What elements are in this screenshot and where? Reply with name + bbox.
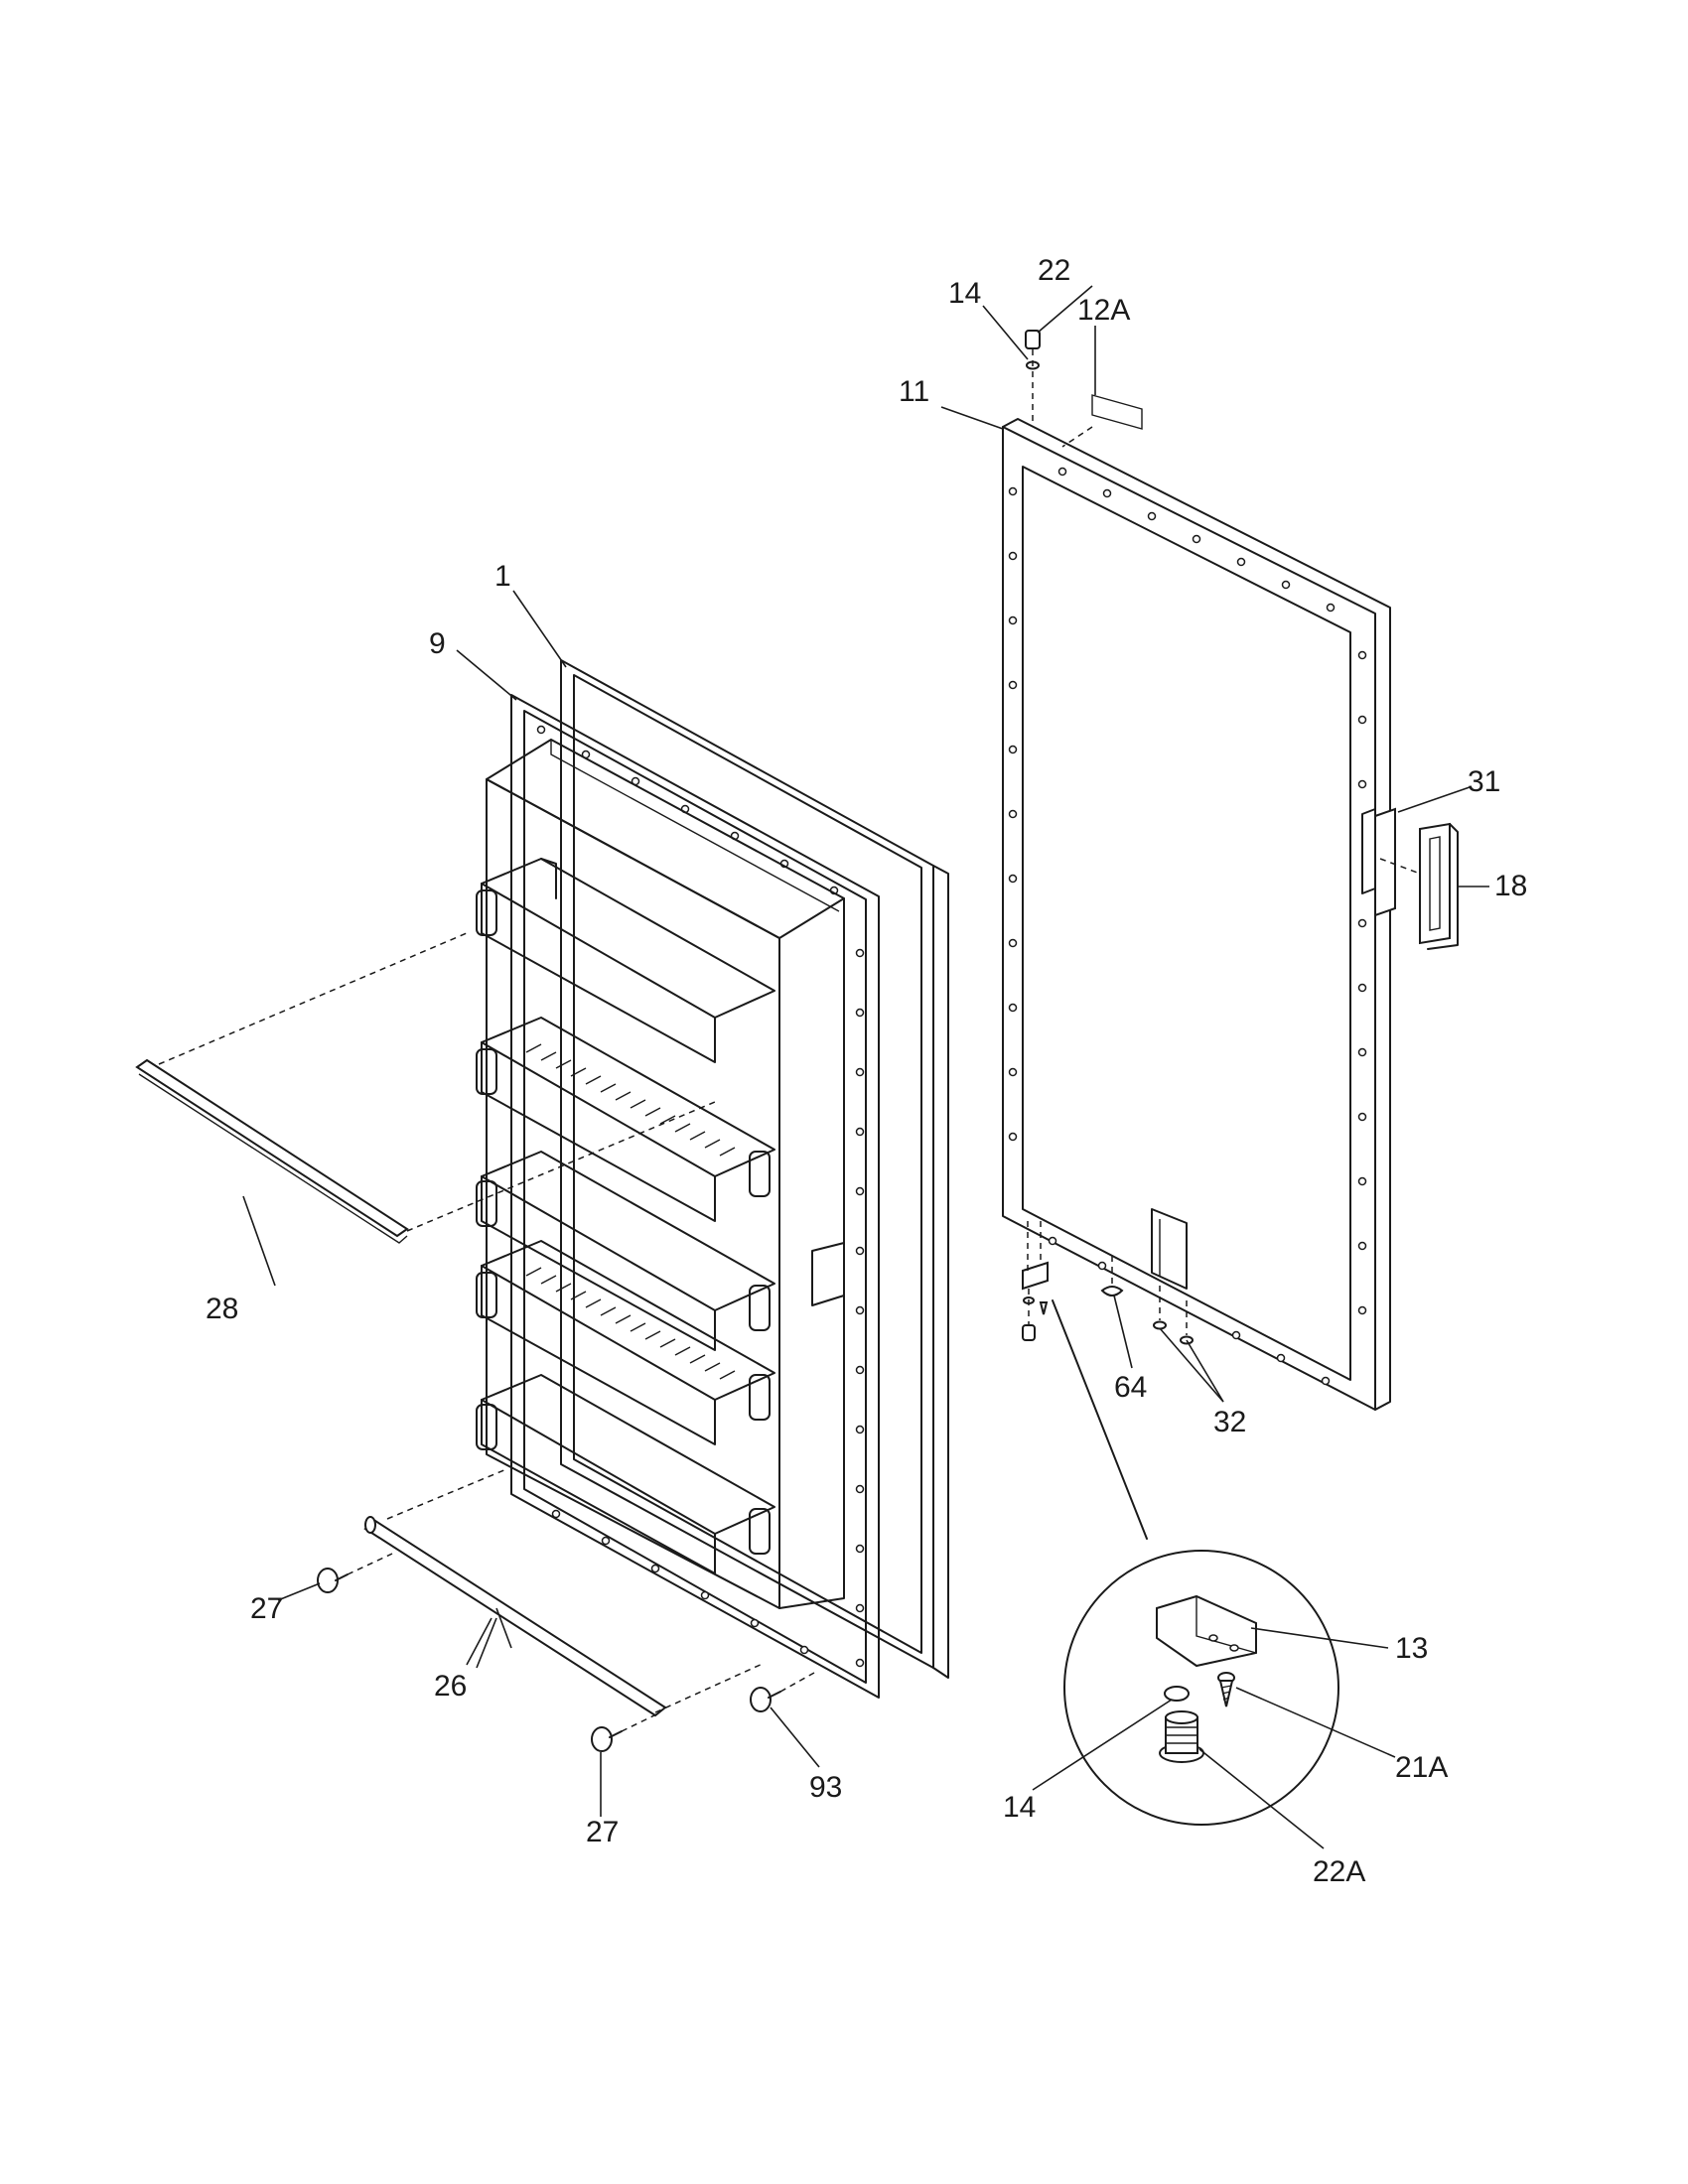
hinge-bracket-13 [1156,1594,1257,1668]
callout-14-top: 14 [948,277,981,310]
callout-64: 64 [1114,1371,1147,1404]
bottom-rail-part-26 [363,1468,766,1717]
handle-gasket-part-31 [1374,807,1421,917]
push-pin-93 [750,1672,815,1712]
callout-1: 1 [494,560,511,593]
callout-27-lower: 27 [586,1816,619,1848]
bottom-hinge-hardware [1022,1221,1194,1540]
top-hinge-hardware [1025,330,1143,448]
shelf-rail-part-28 [135,932,716,1244]
door-shelf-4 [476,1240,775,1445]
callout-28: 28 [206,1293,238,1325]
push-pin-27-lower [591,1711,661,1752]
door-shelf-1 [476,858,775,1063]
callout-22a: 22A [1313,1855,1365,1888]
callout-26: 26 [434,1670,467,1703]
callout-9: 9 [429,627,446,660]
door-shelf-3 [476,1151,775,1351]
hinge-detail-view [1063,1550,1339,1826]
screw-21a [1217,1672,1235,1707]
callout-22: 22 [1038,254,1070,287]
door-shelves [476,858,775,1574]
callout-14-detail: 14 [1003,1791,1036,1824]
washer-14-icon [1164,1686,1190,1702]
callout-13: 13 [1395,1632,1428,1665]
door-shelf-5 [476,1374,775,1574]
callout-31: 31 [1468,765,1500,798]
door-panel-holes [1008,467,1367,1386]
callout-18: 18 [1494,870,1527,902]
door-liner-assembly [476,659,949,1699]
handle-part-18 [1419,822,1459,950]
callout-12a: 12A [1077,294,1130,327]
push-pin-27-upper [317,1553,393,1593]
callout-21a: 21A [1395,1751,1448,1784]
door-shelf-2 [476,1017,775,1222]
hinge-pin-22a [1159,1710,1204,1763]
outer-door-panel-part-11 [1002,418,1391,1411]
callout-32: 32 [1213,1406,1246,1438]
callout-93: 93 [809,1771,842,1804]
callout-27-upper: 27 [250,1592,283,1625]
callout-11: 11 [899,375,929,408]
callout-leaders [242,285,1489,1849]
callout-labels: 1 9 11 12A 14 22 31 18 64 32 28 27 26 27… [206,254,1527,1888]
